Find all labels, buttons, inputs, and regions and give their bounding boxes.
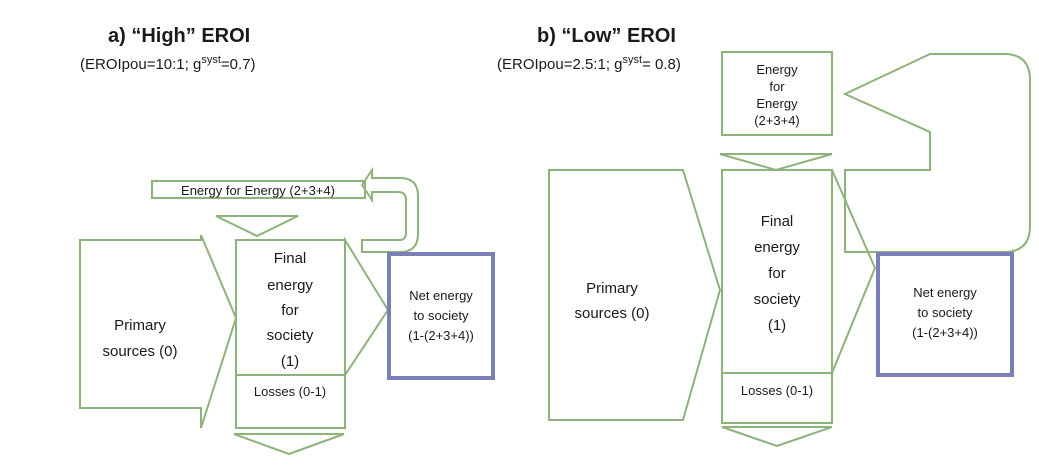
- energy-for-energy-label-3: Energy: [756, 96, 798, 111]
- final-energy-label-1: Final: [274, 250, 307, 267]
- feedback-loop-arrow-b: [842, 53, 1031, 253]
- final-energy-label-3: for: [281, 302, 299, 319]
- losses-box-b: [721, 372, 833, 424]
- final-energy-label-2: energy: [267, 277, 313, 294]
- net-energy-box: [387, 252, 495, 380]
- primary-sources-label-b-1: Primary: [586, 280, 638, 297]
- energy-for-energy-label: Energy for Energy (2+3+4): [181, 183, 335, 198]
- final-energy-label-b-3: for: [768, 265, 786, 282]
- panel-a-subtitle: (EROIpou=10:1; gsyst=0.7): [80, 54, 256, 73]
- losses-label: Losses (0-1): [254, 384, 326, 399]
- losses-down-arrow: [233, 433, 345, 456]
- net-energy-label-b-3: (1-(2+3+4)): [912, 325, 978, 340]
- net-energy-label-2: to society: [414, 308, 469, 323]
- net-energy-label-3: (1-(2+3+4)): [408, 328, 474, 343]
- panel-a-title: a) “High” EROI: [108, 25, 250, 47]
- energy-for-energy-box: [721, 51, 833, 136]
- panel-b: b) “Low” EROI (EROIpou=2.5:1; gsyst= 0.8…: [497, 25, 1031, 448]
- losses-box: [235, 374, 346, 429]
- primary-sources-label-b-2: sources (0): [574, 305, 649, 322]
- panel-a: a) “High” EROI (EROIpou=10:1; gsyst=0.7)…: [79, 25, 495, 456]
- net-energy-box-b: [876, 252, 1014, 377]
- final-energy-label-b-5: (1): [768, 317, 786, 334]
- net-energy-label-b-2: to society: [918, 305, 973, 320]
- panel-b-title: b) “Low” EROI: [537, 25, 676, 47]
- feedback-loop-arrow: [360, 166, 419, 253]
- primary-sources-label-2: sources (0): [102, 343, 177, 360]
- losses-label-b: Losses (0-1): [741, 383, 813, 398]
- final-energy-label-b-4: society: [754, 291, 801, 308]
- final-energy-label-4: society: [267, 327, 314, 344]
- energy-for-energy-down-arrow: [215, 215, 299, 238]
- panel-b-subtitle: (EROIpou=2.5:1; gsyst= 0.8): [497, 54, 681, 73]
- final-energy-label-b-1: Final: [761, 213, 794, 230]
- primary-sources-arrow-b: [548, 169, 722, 421]
- net-energy-label-b-1: Net energy: [913, 285, 977, 300]
- losses-down-arrow-b: [721, 426, 833, 448]
- primary-sources-label-1: Primary: [114, 317, 166, 334]
- net-energy-label-1: Net energy: [409, 288, 473, 303]
- net-energy-arrow: [344, 236, 390, 379]
- energy-for-energy-label-4: (2+3+4): [754, 113, 800, 128]
- net-energy-arrow-b: [831, 169, 877, 374]
- energy-for-energy-down-arrow-b: [719, 153, 833, 172]
- final-energy-label-5: (1): [281, 353, 299, 370]
- primary-sources-arrow: [79, 234, 238, 429]
- energy-for-energy-label-2: for: [769, 79, 785, 94]
- energy-for-energy-label-1: Energy: [756, 62, 798, 77]
- final-energy-label-b-2: energy: [754, 239, 800, 256]
